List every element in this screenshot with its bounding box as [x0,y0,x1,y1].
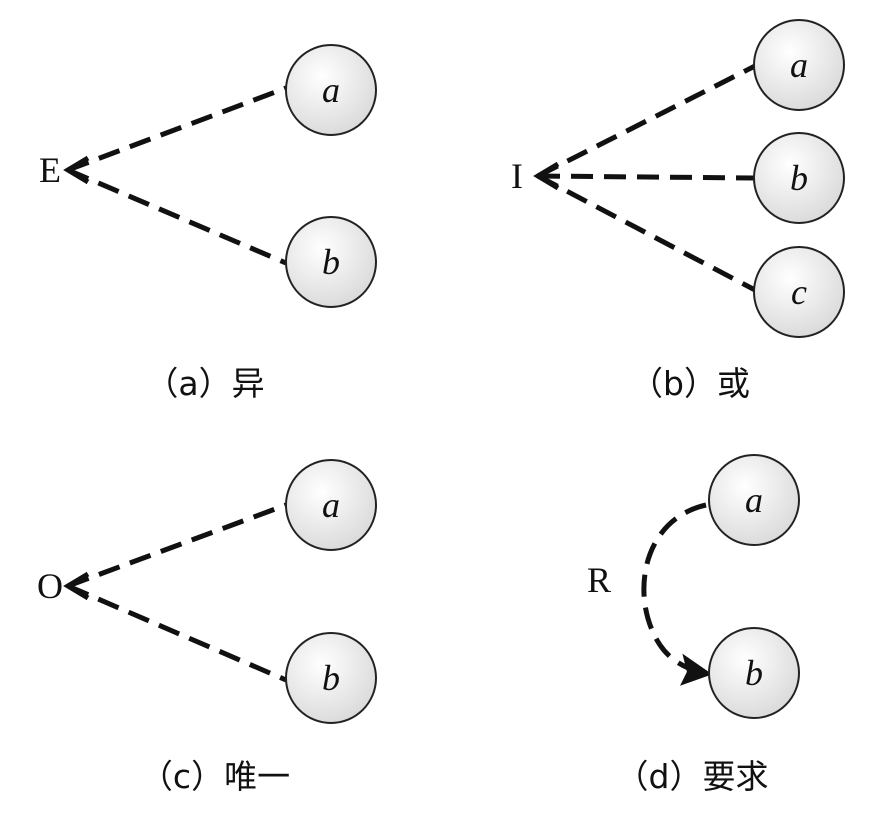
node-c-label: c [791,272,807,312]
node-a: a [753,19,845,111]
panel-a-exclusive: E a b （a）异 [39,44,377,403]
node-a-label: a [745,480,763,520]
node-b: b [753,132,845,224]
node-b: b [708,627,800,719]
node-a-label: a [790,45,808,85]
node-b-label: b [322,658,340,698]
fork-head [63,571,90,601]
fork-head [533,161,560,191]
source-label-i: I [511,156,523,196]
edge-a-requires-b [641,502,707,675]
caption-a: （a）异 [145,364,264,403]
edge-i-to-a [536,63,757,179]
arrowhead-icon [679,653,713,686]
edge-o-to-a [67,502,287,589]
edge-e-to-b [67,167,287,266]
node-a: a [708,454,800,546]
node-b-label: b [322,242,340,282]
caption-c: （c）唯一 [140,757,290,796]
edge-i-to-b [537,173,755,181]
node-a: a [285,459,377,551]
edge-e-to-a [67,85,287,173]
node-b-label: b [745,653,763,693]
caption-d: （d）要求 [616,757,769,796]
node-b-label: b [790,158,808,198]
node-a: a [285,44,377,136]
node-a-label: a [322,485,340,525]
source-label-o: O [37,566,63,606]
node-a-label: a [322,70,340,110]
edge-o-to-b [67,583,287,683]
panel-b-or: I a b c （b）或 [511,19,845,403]
node-c: c [753,246,845,338]
fork-head [63,155,90,185]
panel-d-requires: R a b （d）要求 [587,454,800,796]
node-b: b [285,632,377,724]
panel-c-unique: O a b （c）唯一 [37,459,377,796]
edge-i-to-c [536,173,757,293]
relation-label-r: R [587,560,611,600]
caption-b: （b）或 [630,364,750,403]
source-label-e: E [39,150,61,190]
node-b: b [285,216,377,308]
